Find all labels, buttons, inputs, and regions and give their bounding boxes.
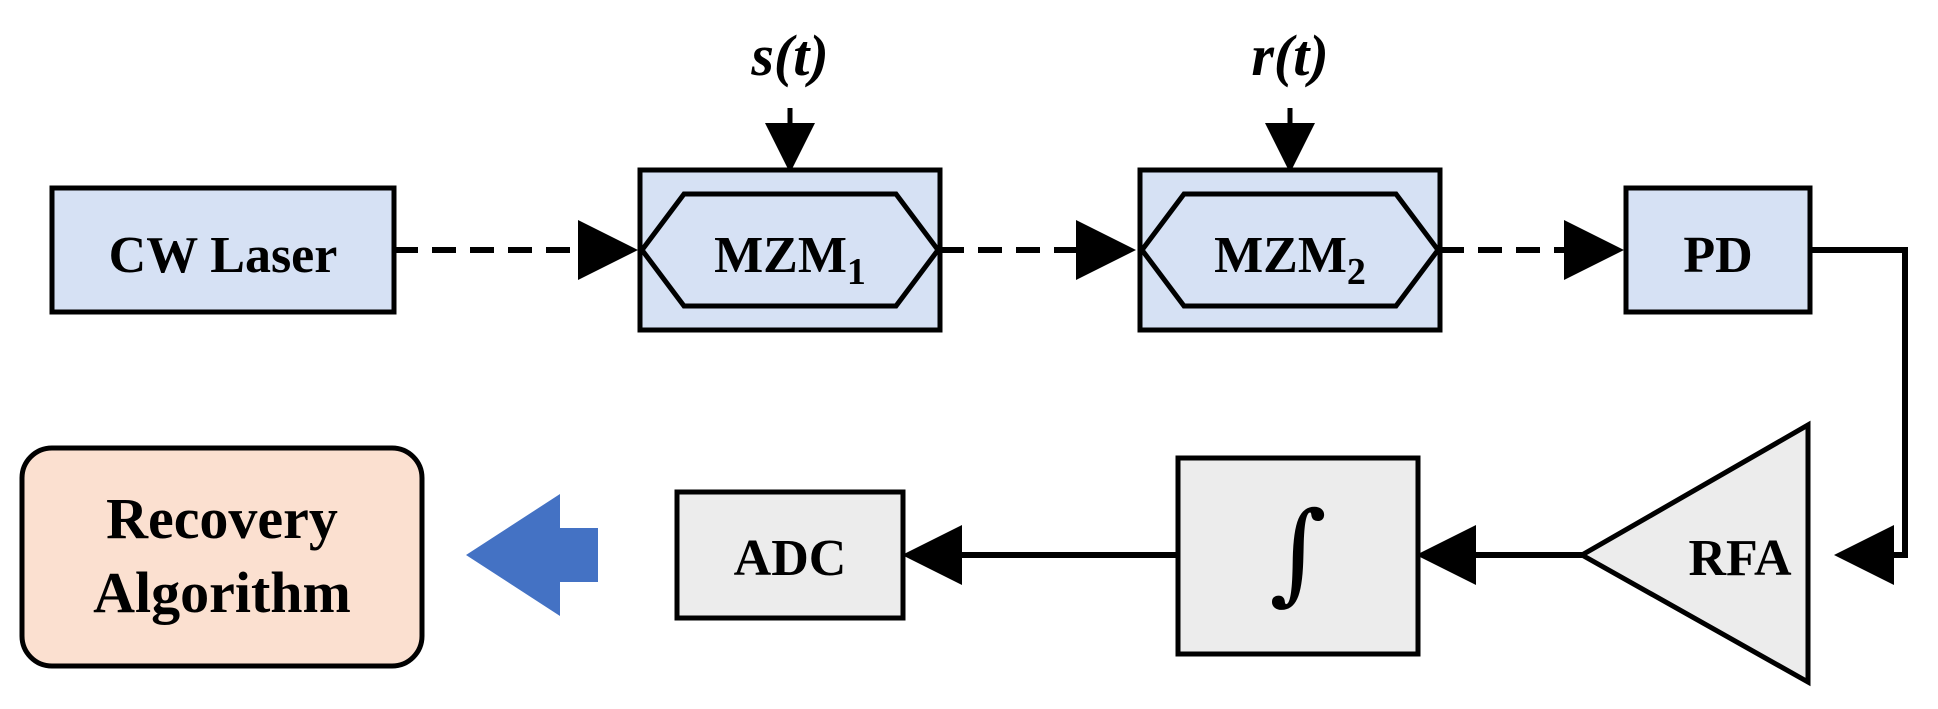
pd-label: PD xyxy=(1683,227,1752,284)
adc-label: ADC xyxy=(734,530,847,587)
recovery-algorithm-block: Recovery Algorithm xyxy=(19,445,425,669)
mzm2-label: MZM2 xyxy=(1214,227,1366,293)
pd-block: PD xyxy=(1623,185,1813,315)
cw-laser-label: CW Laser xyxy=(109,227,338,284)
mzm2-block: MZM2 xyxy=(1137,167,1443,333)
adc-block: ADC xyxy=(674,489,906,621)
big-left-arrow-icon xyxy=(466,494,598,616)
mzm1-hexagon-shape xyxy=(638,191,942,309)
integrator-block: ∫ xyxy=(1175,455,1421,657)
recovery-label-line2: Algorithm xyxy=(93,560,351,625)
mzm1-block: MZM1 xyxy=(637,167,943,333)
mzm2-hexagon-shape xyxy=(1138,191,1442,309)
signal-s-label: s(t) xyxy=(750,23,828,88)
rfa-amplifier: RFA xyxy=(1576,420,1811,687)
cw-laser-block: CW Laser xyxy=(49,185,397,315)
integrator-symbol: ∫ xyxy=(1269,488,1326,616)
signal-r-label: r(t) xyxy=(1251,23,1328,88)
rfa-label: RFA xyxy=(1688,530,1791,587)
mzm1-label: MZM1 xyxy=(714,227,866,293)
wire-pd-rfa xyxy=(1810,247,1908,585)
recovery-label-line1: Recovery xyxy=(106,486,338,551)
